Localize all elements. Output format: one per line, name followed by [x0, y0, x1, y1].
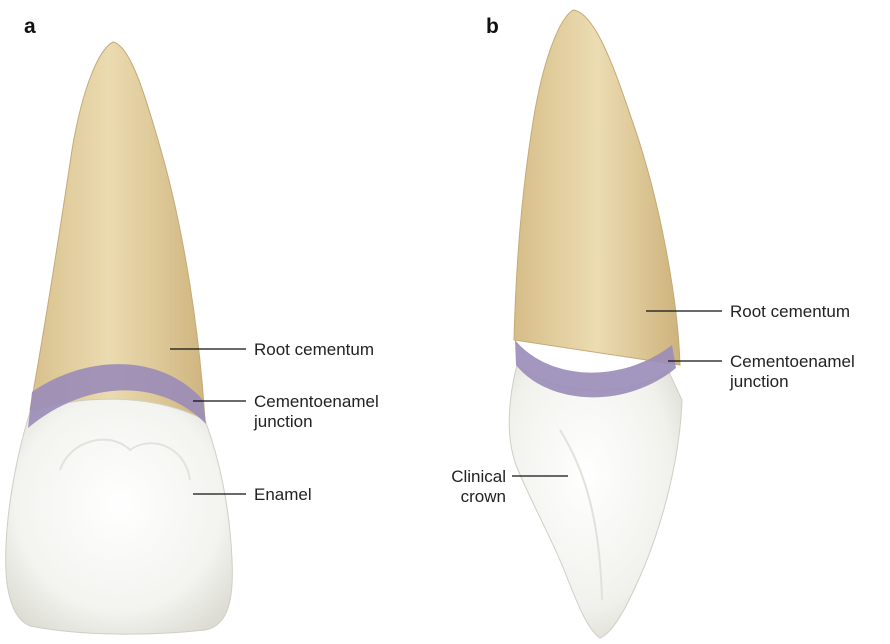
- panel-a-root: [30, 42, 205, 420]
- panel-b-clinical-label-line1: Clinical: [451, 467, 506, 486]
- panel-b-letter: b: [486, 15, 499, 38]
- panel-a-cej-label-line2: junction: [253, 412, 313, 431]
- panel-b-clinical-crown: [509, 365, 682, 638]
- panel-b-root-cementum-label: Root cementum: [730, 302, 850, 321]
- panel-a-enamel-label: Enamel: [254, 485, 312, 504]
- panel-b-cej-label-line1: Cementoenamel: [730, 352, 855, 371]
- panel-b-clinical-label-line2: crown: [461, 487, 506, 506]
- panel-b-root: [514, 10, 680, 365]
- panel-a-cej-label-line1: Cementoenamel: [254, 392, 379, 411]
- panel-a-letter: a: [24, 15, 36, 38]
- panel-a-enamel-crown: [6, 399, 233, 634]
- panel-a: a Root cementum Cementoenamel junction E…: [6, 15, 379, 634]
- panel-b: b Root cementum Cementoenamel junction C…: [451, 10, 855, 638]
- panel-b-cej-label-line2: junction: [729, 372, 789, 391]
- panel-a-root-cementum-label: Root cementum: [254, 340, 374, 359]
